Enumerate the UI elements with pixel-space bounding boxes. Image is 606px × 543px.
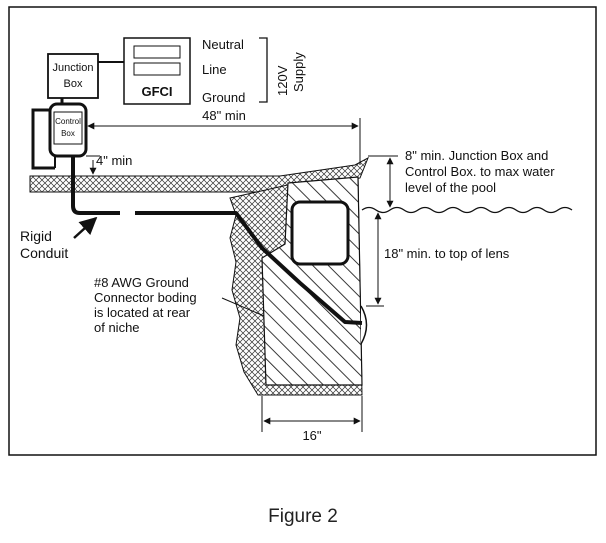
light-lens: [360, 305, 368, 345]
control-box-label-2: Box: [61, 129, 75, 138]
light-niche: [290, 200, 350, 266]
gfci-slot-bottom: [133, 62, 181, 76]
gfci-slot-top: [133, 45, 181, 59]
dim-48-label: 48" min: [202, 108, 246, 123]
dim-4-label: 4" min: [96, 153, 132, 168]
note-8-line-3: level of the pool: [405, 180, 496, 195]
awg-label-line-1: #8 AWG Ground: [94, 275, 189, 290]
rigid-conduit-pointer: [73, 216, 98, 239]
rigid-conduit: [71, 155, 120, 215]
control-box-inner: [53, 111, 83, 145]
note-8-line-2: Control Box. to max water: [405, 164, 555, 179]
conduit-to-niche: [135, 211, 363, 325]
water-level: [361, 206, 573, 214]
awg-label-line-2: Connector boding: [94, 290, 197, 305]
note-18-label: 18" min. to top of lens: [384, 246, 510, 261]
gfci-label: GFCI: [141, 84, 172, 99]
awg-label-line-4: of niche: [94, 320, 140, 335]
junction-box-label: Junction: [53, 62, 94, 74]
note-8-line-1: 8" min. Junction Box and: [405, 148, 548, 163]
awg-pointer: [221, 297, 265, 317]
neutral-label: Neutral: [202, 37, 244, 52]
figure-caption: Figure 2: [268, 506, 338, 527]
line-label: Line: [202, 62, 227, 77]
ground-label: Ground: [202, 90, 245, 105]
diagram-frame: [8, 6, 597, 456]
junction-box-label-2: Box: [64, 78, 83, 90]
rigid-conduit-label: Rigid: [20, 228, 52, 244]
supply-bracket: [259, 37, 268, 103]
supply-label: 120V: [275, 65, 290, 96]
awg-label-line-3: is located at rear: [94, 305, 191, 320]
junction-box: [47, 53, 99, 99]
rigid-conduit-label-2: Conduit: [20, 245, 68, 261]
dim-16-label: 16": [302, 428, 321, 443]
control-box-label: Control: [55, 117, 81, 126]
supply-label-2: Supply: [291, 52, 306, 92]
